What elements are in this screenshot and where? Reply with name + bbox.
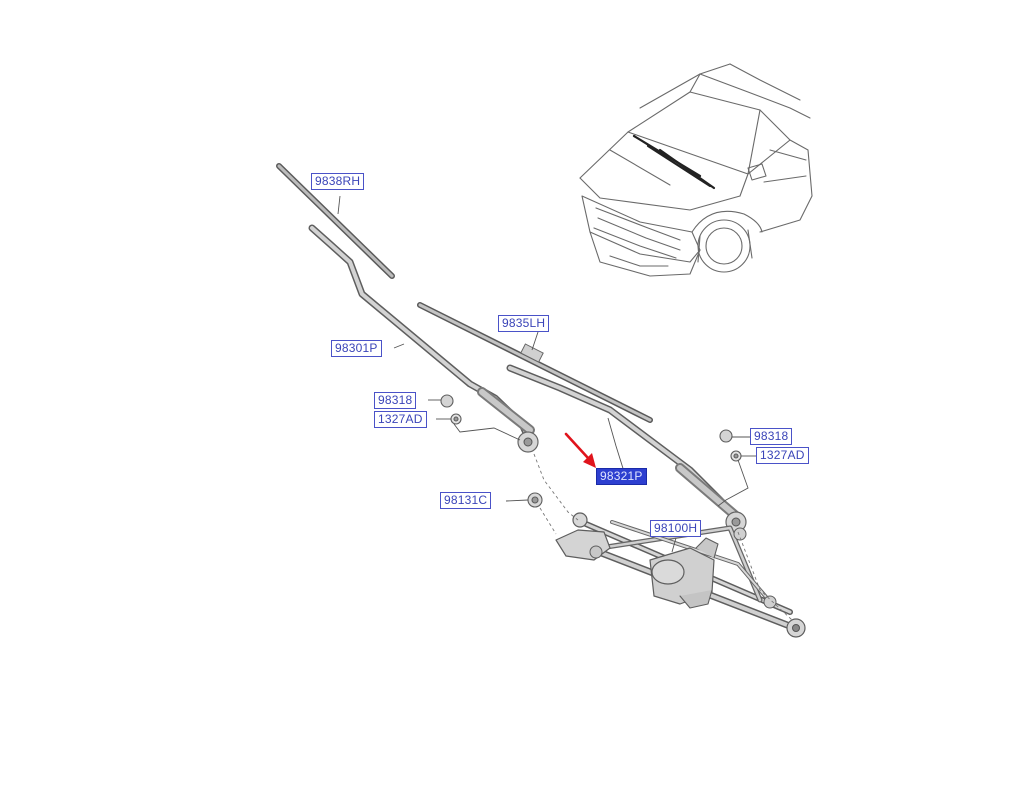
leader-lines bbox=[337, 195, 756, 553]
callout-98131c[interactable]: 98131C bbox=[440, 492, 492, 509]
callout-1327ad-rh[interactable]: 1327AD bbox=[374, 411, 427, 428]
callout-98100h[interactable]: 98100H bbox=[650, 520, 702, 537]
callout-98301p[interactable]: 98301P bbox=[331, 340, 382, 357]
callout-98321p-selected[interactable]: 98321P bbox=[596, 468, 647, 485]
cap-lh bbox=[719, 429, 733, 443]
selection-pointer-arrow bbox=[564, 432, 596, 468]
wiper-blade-lh bbox=[417, 302, 653, 423]
wiper-linkage-assembly bbox=[555, 512, 806, 638]
callout-9835lh[interactable]: 9835LH bbox=[498, 315, 550, 332]
vehicle-inset-illustration bbox=[579, 63, 813, 277]
wiper-arm-lh bbox=[506, 364, 747, 533]
cap-rh bbox=[440, 394, 454, 408]
callout-98318-lh[interactable]: 98318 bbox=[750, 428, 793, 445]
callout-1327ad-lh[interactable]: 1327AD bbox=[756, 447, 809, 464]
wiper-blade-rh bbox=[276, 163, 395, 279]
hardware-caps-and-nuts bbox=[440, 394, 742, 508]
dashed-assembly-lines bbox=[533, 453, 793, 621]
wiper-arm-rh bbox=[308, 224, 539, 453]
callout-9838rh[interactable]: 9838RH bbox=[311, 173, 365, 190]
inset-wiper-highlight bbox=[632, 134, 716, 190]
callout-98318-rh[interactable]: 98318 bbox=[374, 392, 417, 409]
